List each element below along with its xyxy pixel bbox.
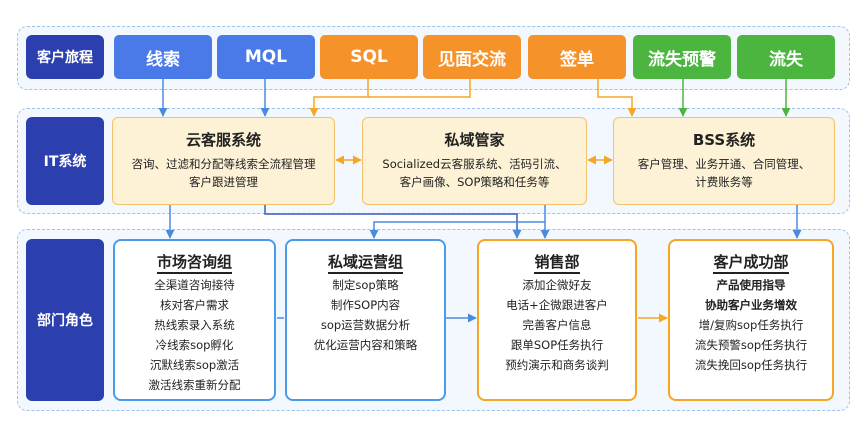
dept-item: 热线索录入系统: [154, 318, 235, 332]
dept-title: 销售部: [534, 253, 580, 274]
dept-item: 产品使用指导: [716, 278, 786, 292]
row-label-it: IT系统: [26, 117, 104, 205]
dept-item: 流失预警sop任务执行: [694, 338, 808, 352]
system-desc-line: 客户画像、SOP策略和任务等: [399, 175, 550, 189]
dept-item: 沉默线索sop激活: [149, 358, 240, 372]
stage-deal: 签单: [528, 35, 626, 79]
dept-market-consulting: 市场咨询组 全渠道咨询接待 核对客户需求 热线索录入系统 冷线索sop孵化 沉默…: [113, 239, 276, 401]
dept-item: 激活线索重新分配: [148, 378, 241, 392]
dept-title: 私域运营组: [327, 253, 403, 274]
system-desc-line: Socialized云客服系统、活码引流、: [382, 157, 567, 171]
dept-sales: 销售部 添加企微好友 电话+企微跟进客户 完善客户信息 跟单SOP任务执行 预约…: [477, 239, 637, 401]
dept-item: 全渠道咨询接待: [154, 278, 235, 292]
dept-item: 优化运营内容和策略: [313, 338, 418, 352]
system-desc-line: 计费账务等: [695, 175, 753, 189]
stage-sql: SQL: [320, 35, 418, 79]
dept-item: 冷线索sop孵化: [155, 338, 234, 352]
dept-item: sop运营数据分析: [320, 318, 411, 332]
system-title: 私域管家: [444, 131, 505, 149]
system-title: 云客服系统: [185, 131, 261, 149]
dept-item: 添加企微好友: [522, 278, 592, 292]
dept-item: 预约演示和商务谈判: [505, 358, 609, 372]
dept-item: 电话+企微跟进客户: [506, 298, 608, 312]
system-desc-line: 客户管理、业务开通、合同管理、: [637, 157, 811, 171]
row-label-dept: 部门角色: [26, 239, 104, 401]
dept-title: 市场咨询组: [156, 253, 232, 274]
stage-mql: MQL: [217, 35, 315, 79]
dept-private-ops: 私域运营组 制定sop策略 制作SOP内容 sop运营数据分析 优化运营内容和策…: [285, 239, 446, 401]
system-desc-line: 客户跟进管理: [189, 175, 258, 189]
dept-item: 协助客户业务增效: [705, 298, 797, 312]
system-bss: BSS系统 客户管理、业务开通、合同管理、 计费账务等: [613, 117, 835, 205]
dept-item: 制作SOP内容: [330, 298, 401, 312]
dept-item: 完善客户信息: [522, 318, 592, 332]
stage-meeting: 见面交流: [423, 35, 521, 79]
system-cloud-service: 云客服系统 咨询、过滤和分配等线索全流程管理 客户跟进管理: [112, 117, 335, 205]
dept-item: 跟单SOP任务执行: [510, 338, 604, 352]
dept-item: 制定sop策略: [332, 278, 399, 292]
dept-item: 核对客户需求: [160, 298, 229, 312]
row-label-journey: 客户旅程: [26, 35, 104, 79]
dept-title: 客户成功部: [713, 253, 789, 274]
dept-customer-success: 客户成功部 产品使用指导 协助客户业务增效 增/复购sop任务执行 流失预警so…: [668, 239, 834, 401]
stage-churn-warning: 流失预警: [633, 35, 731, 79]
dept-item: 增/复购sop任务执行: [698, 318, 804, 332]
stage-churn: 流失: [737, 35, 835, 79]
stage-lead: 线索: [114, 35, 212, 79]
system-desc-line: 咨询、过滤和分配等线索全流程管理: [131, 157, 316, 171]
system-private-domain: 私域管家 Socialized云客服系统、活码引流、 客户画像、SOP策略和任务…: [362, 117, 587, 205]
dept-item: 流失挽回sop任务执行: [694, 358, 808, 372]
system-title: BSS系统: [692, 131, 756, 149]
